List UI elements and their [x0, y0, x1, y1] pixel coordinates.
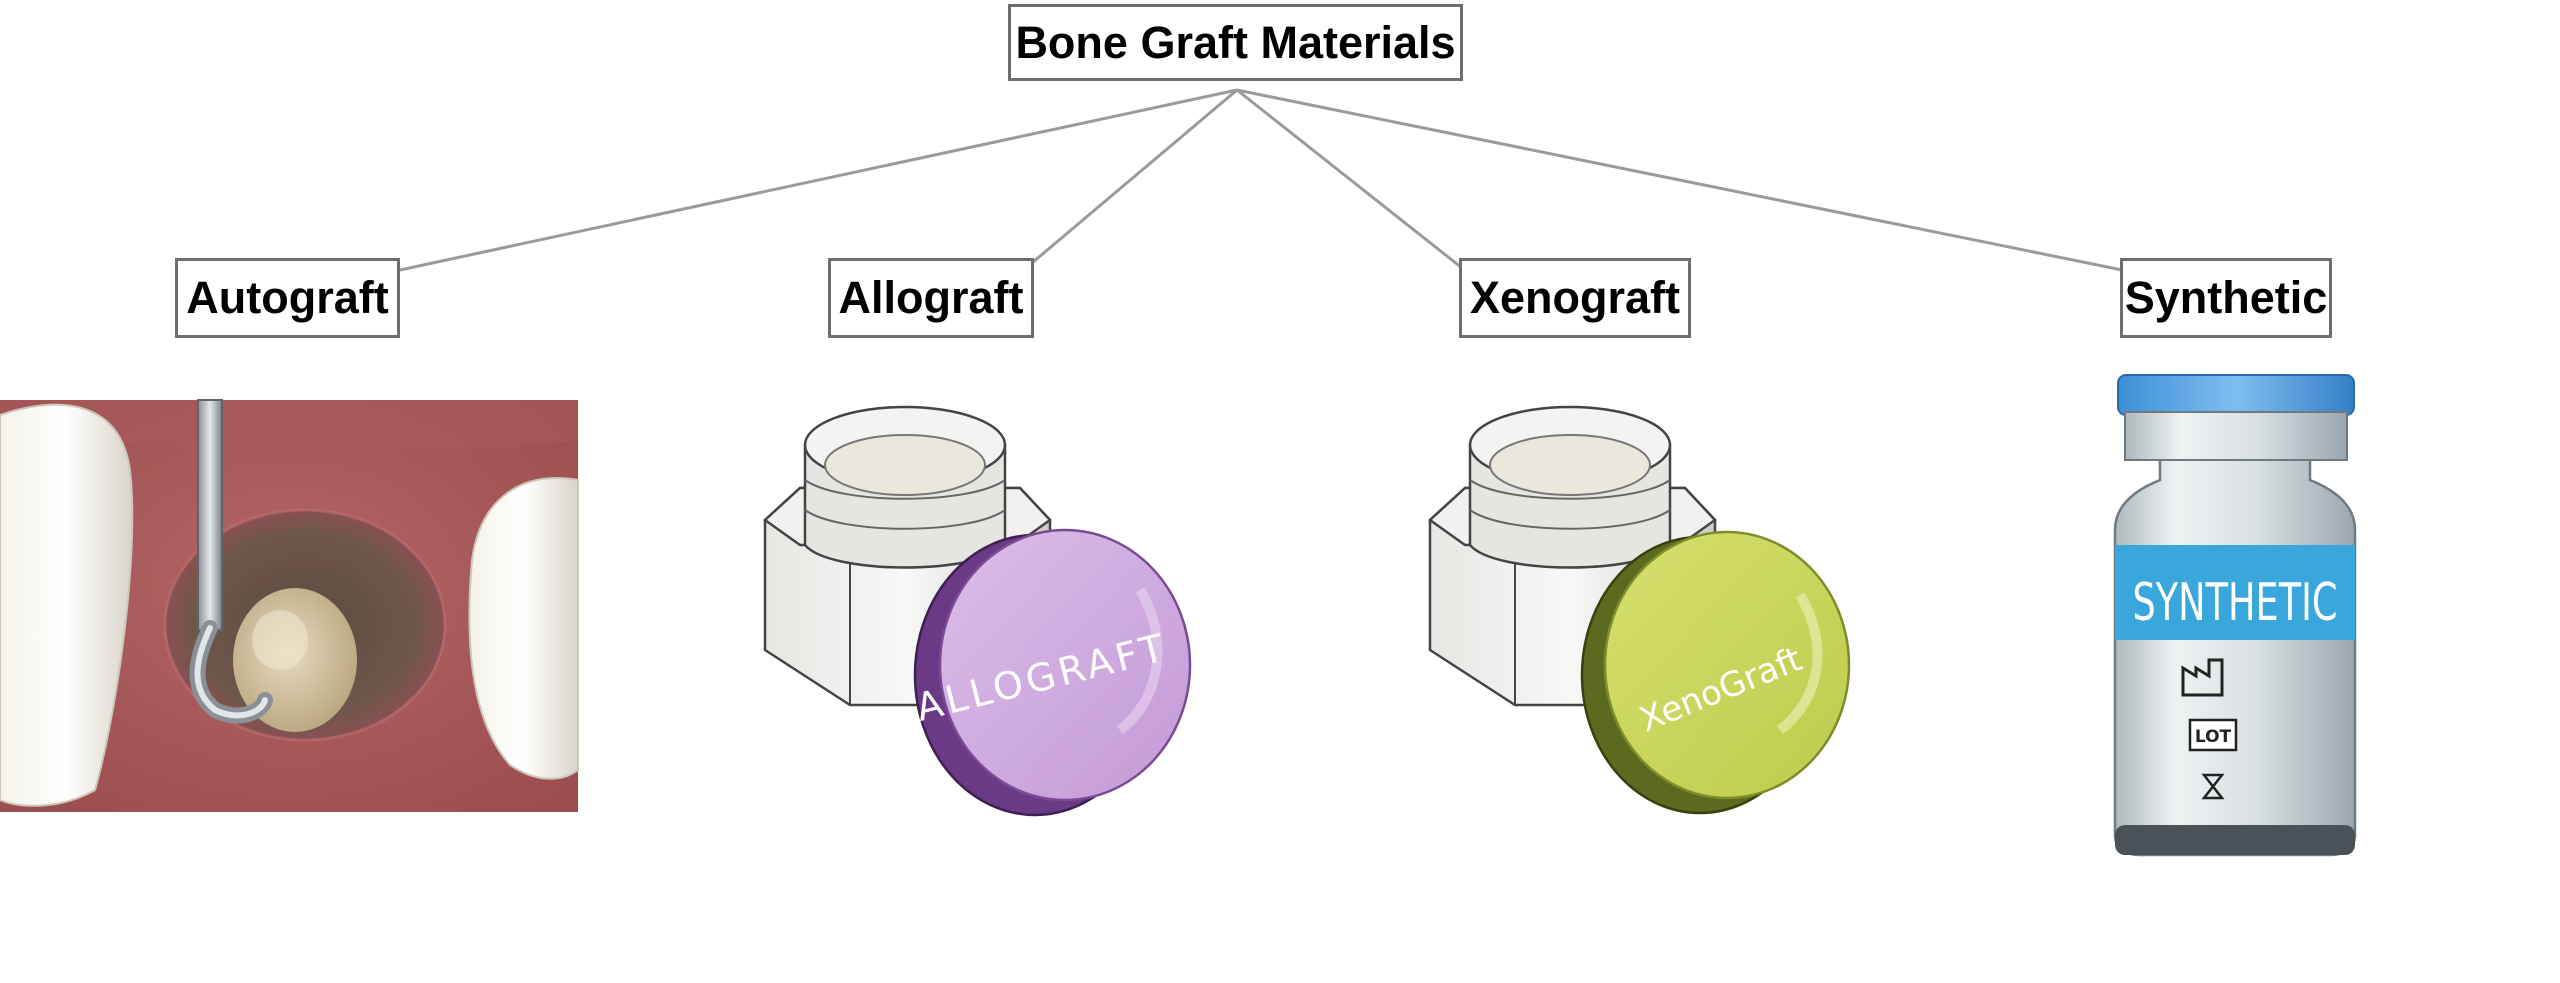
xenograft-powder: [1489, 434, 1651, 496]
synthetic-illustration: SYNTHETIC LOT: [2113, 374, 2357, 857]
connector-xenograft: [1236, 88, 1463, 270]
autograft-label: Autograft: [186, 272, 389, 323]
connector-synthetic: [1236, 88, 2123, 272]
synthetic-label: Synthetic: [2124, 272, 2328, 323]
connector-allograft: [1025, 88, 1238, 270]
allograft-lid: [938, 528, 1192, 802]
allograft-label: Allograft: [838, 272, 1024, 323]
right-tooth: [468, 477, 579, 780]
root-node: Bone Graft Materials: [1008, 4, 1463, 81]
node-xenograft: Xenograft: [1459, 258, 1691, 338]
vial-cap: [2117, 374, 2355, 416]
dental-instrument: [197, 399, 223, 631]
autograft-illustration: [0, 399, 579, 812]
hourglass-icon: [2201, 773, 2225, 800]
node-allograft: Allograft: [828, 258, 1034, 338]
node-autograft: Autograft: [175, 258, 400, 338]
lot-box: [2188, 718, 2238, 752]
xenograft-illustration: XenoGraft: [1428, 405, 1851, 815]
left-tooth: [0, 403, 134, 807]
factory-icon: [2181, 658, 2224, 697]
xenograft-lid: [1603, 530, 1851, 800]
allograft-powder: [824, 434, 986, 496]
vial-label-text: SYNTHETIC: [2133, 573, 2338, 633]
allograft-illustration: ALLOGRAFT: [763, 405, 1192, 817]
lot-text: LOT: [2195, 727, 2232, 747]
root-label: Bone Graft Materials: [1015, 16, 1456, 68]
node-synthetic: Synthetic: [2120, 258, 2332, 338]
connector-autograft: [399, 88, 1238, 272]
vial-label: [2115, 545, 2355, 640]
xenograft-label: Xenograft: [1469, 272, 1680, 323]
